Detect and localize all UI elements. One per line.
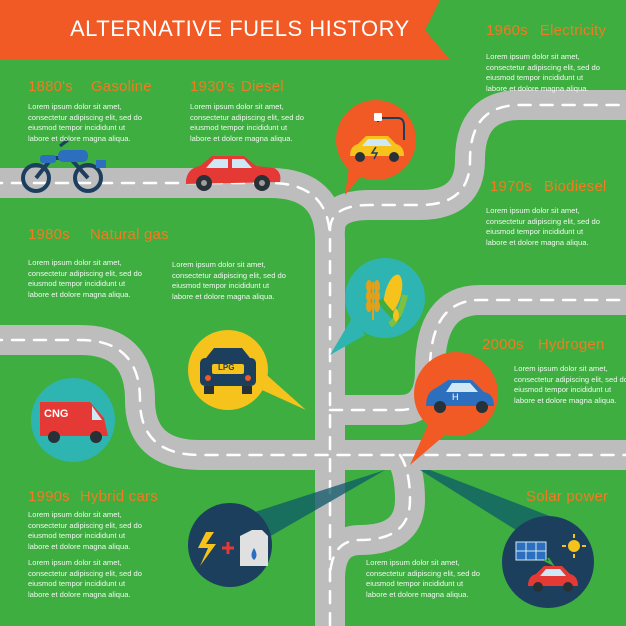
natural-gas-text-1: Lorem ipsum dolor sit amet,consectetur a… (28, 258, 142, 299)
hybrid-text-1: Lorem ipsum dolor sit amet,consectetur a… (28, 510, 142, 551)
biodiesel-text: Lorem ipsum dolor sit amet,consectetur a… (486, 206, 600, 247)
hybrid-text-2: Lorem ipsum dolor sit amet,consectetur a… (28, 558, 142, 599)
solar-name: Solar power (526, 488, 609, 505)
diesel-name: Diesel (240, 78, 284, 95)
hydrogen-text: Lorem ipsum dolor sit amet,consectetur a… (514, 364, 626, 405)
electricity-era: 1960s (486, 22, 528, 39)
natural-gas-era: 1980s (28, 226, 70, 243)
gasoline-name: Gasoline (90, 78, 152, 95)
gasoline-era: 1880's (28, 78, 73, 95)
biodiesel-heading: 1970s Biodiesel (490, 178, 607, 195)
hydrogen-era: 2000s (482, 336, 524, 353)
diesel-text: Lorem ipsum dolor sit amet,consectetur a… (190, 102, 304, 143)
biodiesel-era: 1970s (490, 178, 532, 195)
page-title: ALTERNATIVE FUELS HISTORY (70, 16, 410, 41)
diesel-heading: 1930's Diesel (190, 78, 284, 95)
gasoline-heading: 1880's Gasoline (28, 78, 152, 95)
electricity-text: Lorem ipsum dolor sit amet,consectetur a… (486, 52, 600, 93)
natural-gas-heading: 1980s Natural gas (28, 226, 169, 243)
hydrogen-heading: 2000s Hydrogen (482, 336, 605, 353)
biodiesel-name: Biodiesel (543, 178, 607, 195)
solar-heading: Solar power (526, 488, 608, 505)
lpg-car-icon (200, 348, 256, 394)
natural-gas-text-2: Lorem ipsum dolor sit amet,consectetur a… (172, 260, 286, 301)
hybrid-era: 1990s (28, 488, 70, 505)
electricity-name: Electricity (539, 22, 607, 39)
solar-panel-car-icon (515, 534, 586, 592)
diesel-era: 1930's (190, 78, 235, 95)
h2-label: H (452, 392, 459, 402)
hydrogen-name: Hydrogen (537, 336, 605, 353)
solar-text: Lorem ipsum dolor sit amet,consectetur a… (366, 558, 480, 599)
hybrid-heading: 1990s Hybrid cars (28, 488, 158, 505)
title-banner (0, 0, 450, 60)
lpg-label: LPG (218, 363, 235, 372)
cng-van-icon (40, 402, 108, 443)
motorcycle-icon (21, 138, 106, 193)
diesel-car-icon (186, 156, 281, 191)
cng-label: CNG (44, 408, 69, 420)
electric-car-charging-icon (350, 113, 405, 162)
electricity-plus-fuel-icon (198, 530, 268, 566)
hybrid-name: Hybrid cars (79, 488, 158, 505)
electricity-heading: 1960s Electricity (486, 22, 606, 39)
hydrogen-car-icon (426, 380, 494, 413)
gasoline-text: Lorem ipsum dolor sit amet,consectetur a… (28, 102, 142, 143)
corn-wheat-icon (366, 274, 408, 328)
natural-gas-name: Natural gas (89, 226, 169, 243)
